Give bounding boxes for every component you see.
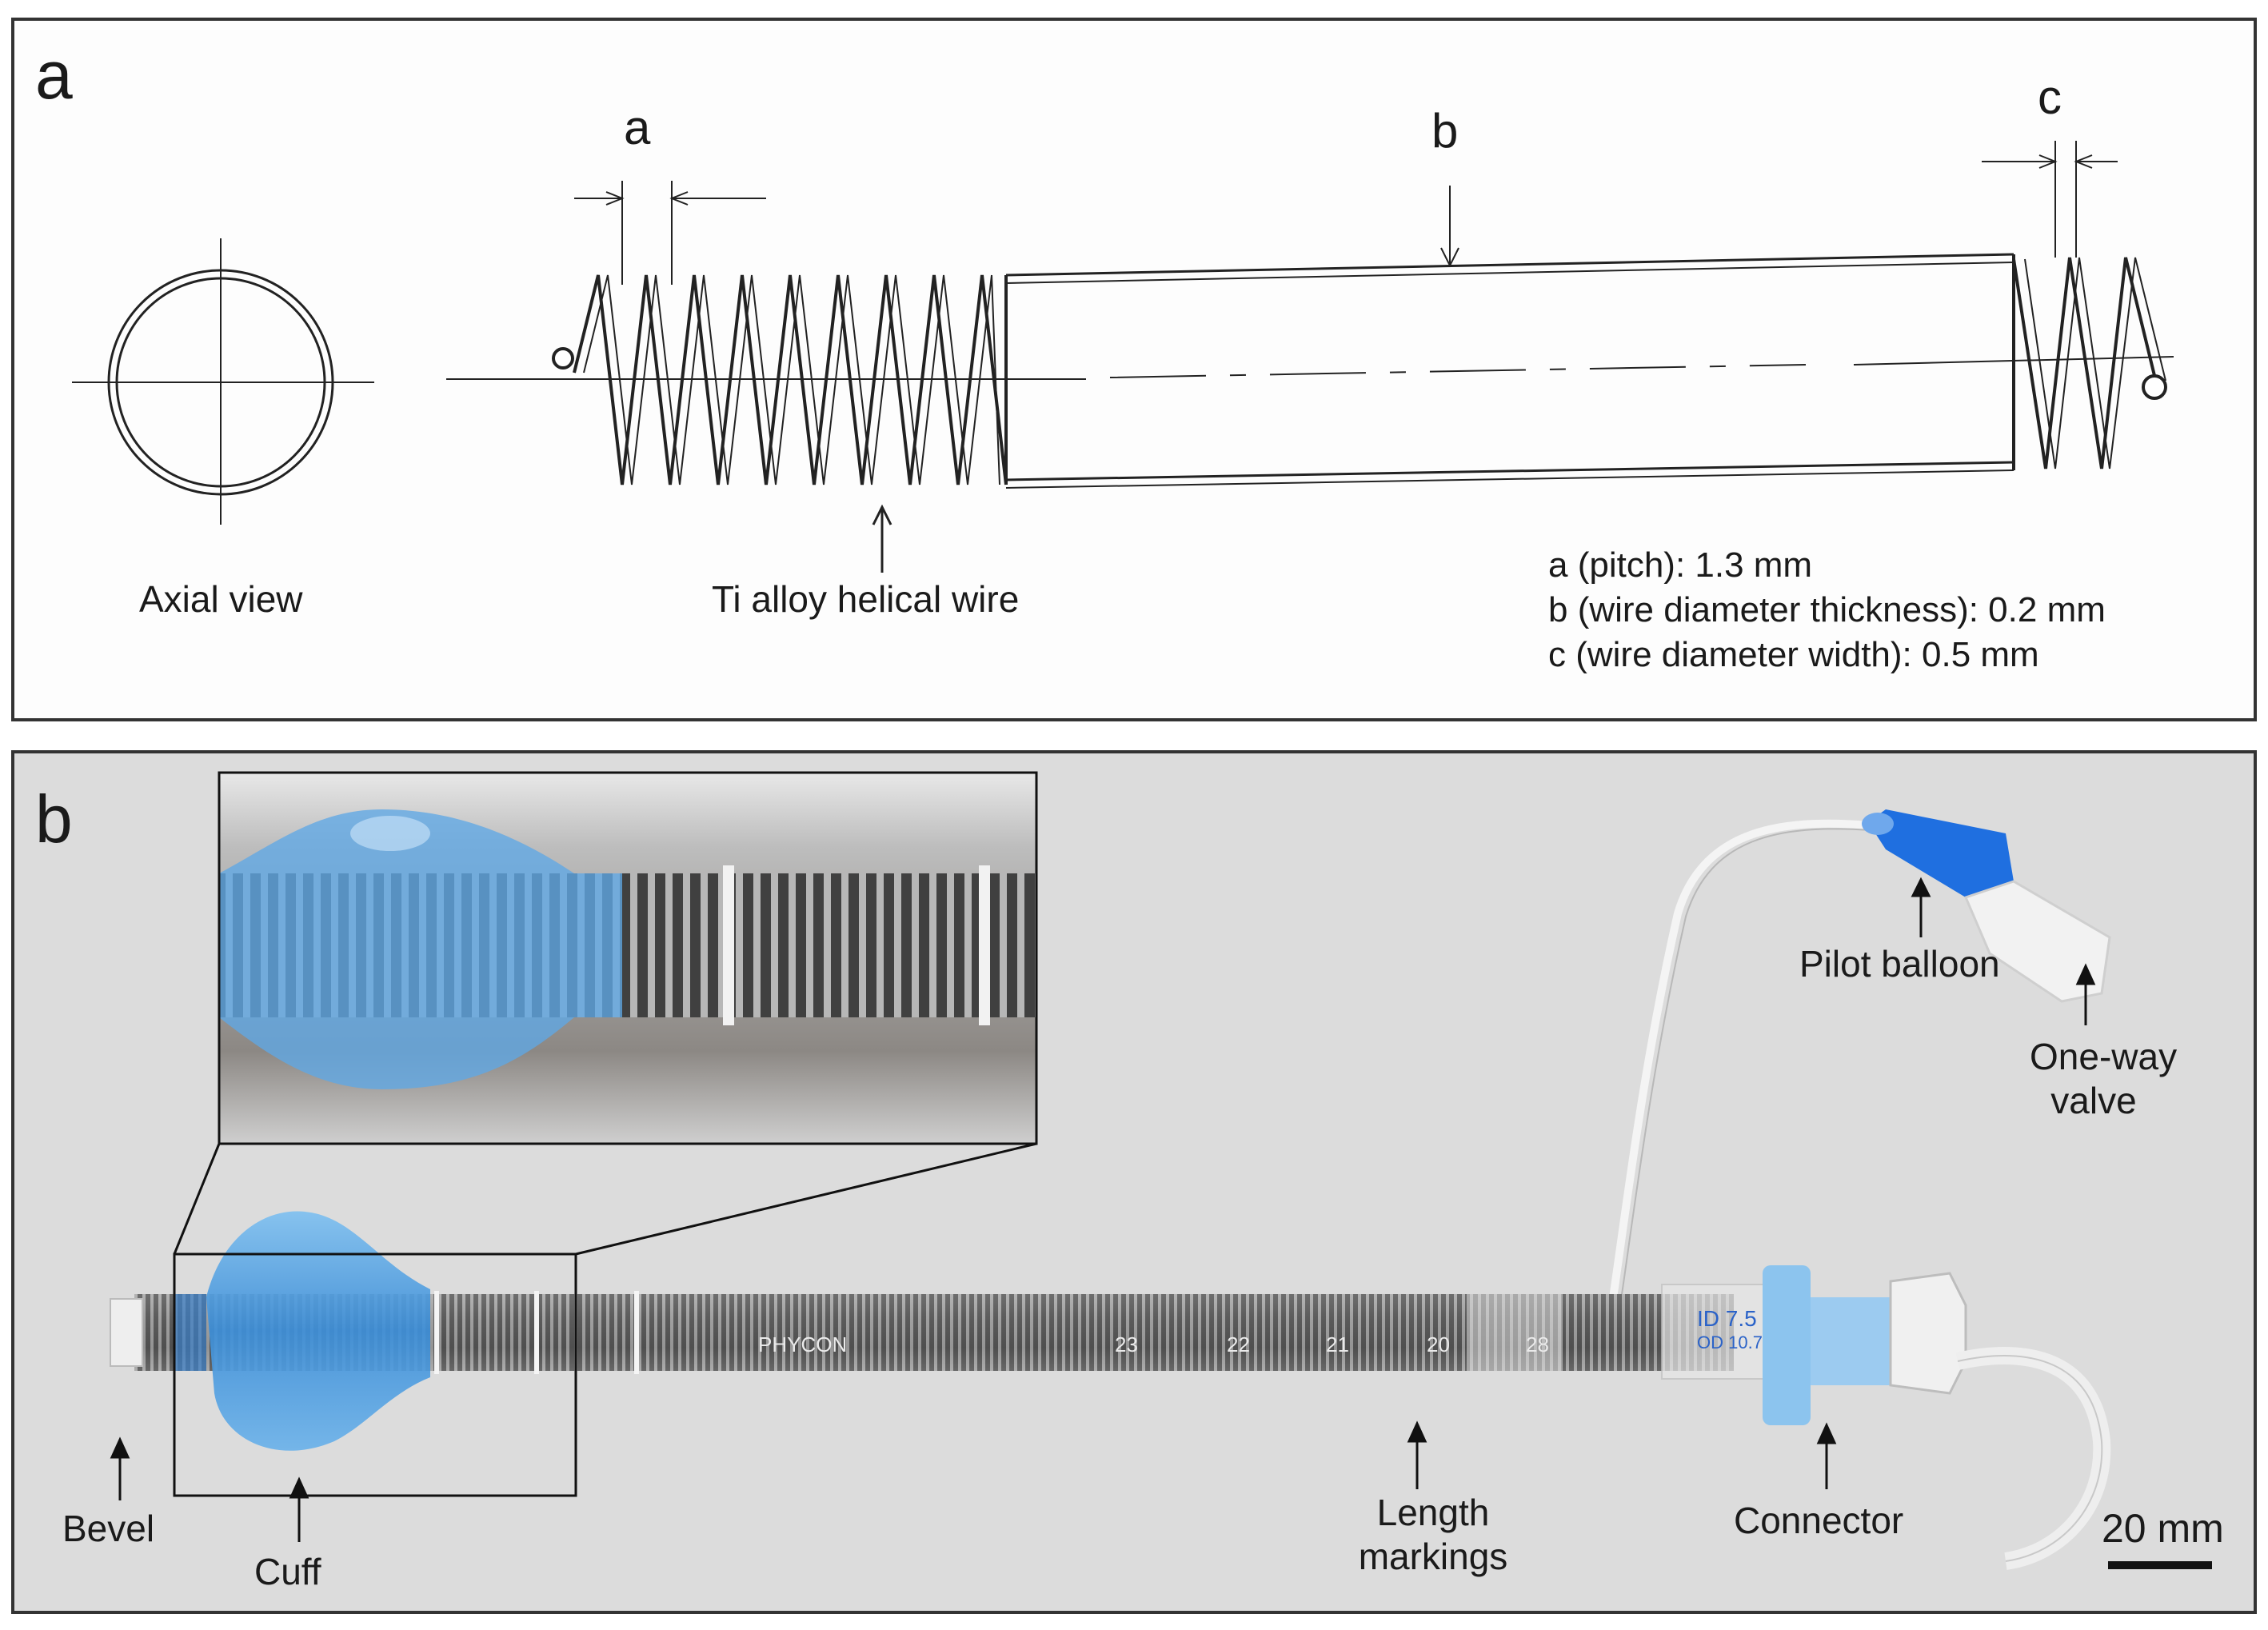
zoom-region-box: [173, 1252, 577, 1497]
tube-photo-illustration: [110, 771, 2212, 1570]
dimension-a-label: a: [624, 101, 651, 154]
dimension-c-label: c: [2038, 70, 2062, 124]
tube-size-od: OD 10.7: [1697, 1332, 1763, 1352]
tube-mark: 28: [1526, 1332, 1549, 1356]
spec-width: c (wire diameter width): 0.5 mm: [1548, 635, 2039, 674]
pilot-balloon: [1862, 809, 2014, 897]
axial-view-label: Axial view: [139, 578, 303, 620]
one-way-valve-label: One-way valve: [2030, 1035, 2178, 1123]
tube-mark: 21: [1326, 1332, 1349, 1356]
panel-b-photo: b: [11, 750, 2257, 1614]
dimension-b-label: b: [1431, 104, 1459, 158]
one-way-valve: [1963, 880, 2111, 1003]
panel-a-letter: a: [35, 38, 73, 113]
length-markings-label-line1: Length: [1376, 1492, 1490, 1533]
dimension-c: [1982, 141, 2118, 258]
tube-mark: 23: [1115, 1332, 1138, 1356]
cuff: [174, 1211, 430, 1451]
helical-coil-left: [552, 274, 1008, 485]
one-way-valve-label-line2: valve: [2050, 1080, 2137, 1122]
tube-size-id: ID 7.5: [1697, 1306, 1757, 1331]
helical-coil-right: [2012, 254, 2167, 470]
callout-arrows: [110, 877, 2096, 1542]
helical-wire-arrow: [872, 504, 892, 573]
wire-drawing: [72, 141, 2174, 573]
tube-mark: 22: [1227, 1332, 1250, 1356]
dimension-b: [1440, 186, 1459, 268]
length-markings-label: Length markings: [1353, 1491, 1513, 1579]
axial-view-circle: [72, 238, 374, 525]
spec-thickness: b (wire diameter thickness): 0.2 mm: [1548, 590, 2106, 629]
scale-bar-line: [2108, 1561, 2212, 1569]
cuff-label: Cuff: [254, 1551, 321, 1592]
connector: [1763, 1265, 2111, 1570]
bevel-label: Bevel: [62, 1508, 155, 1549]
panel-a-technical-drawing: a: [11, 18, 2257, 721]
connector-label: Connector: [1734, 1500, 1904, 1541]
dimension-a: [574, 181, 766, 285]
tube-brand-print: PHYCON: [758, 1332, 848, 1356]
length-markings-label-line2: markings: [1358, 1536, 1508, 1578]
pilot-line: [1602, 819, 1871, 1346]
pilot-balloon-label: Pilot balloon: [1799, 943, 2000, 985]
bevel-tip: [110, 1298, 143, 1367]
spec-pitch: a (pitch): 1.3 mm: [1548, 545, 1813, 585]
one-way-valve-label-line1: One-way: [2030, 1036, 2178, 1077]
zoom-callout: [173, 1142, 1037, 1497]
scale-bar-label: 20 mm: [2102, 1506, 2224, 1551]
helical-wire-label: Ti alloy helical wire: [712, 578, 1020, 620]
tube-mark: 20: [1427, 1332, 1450, 1356]
tube-body-outline: [1005, 253, 2014, 489]
cuff-detail-inset: [218, 771, 1038, 1145]
panel-b-letter: b: [35, 781, 73, 857]
